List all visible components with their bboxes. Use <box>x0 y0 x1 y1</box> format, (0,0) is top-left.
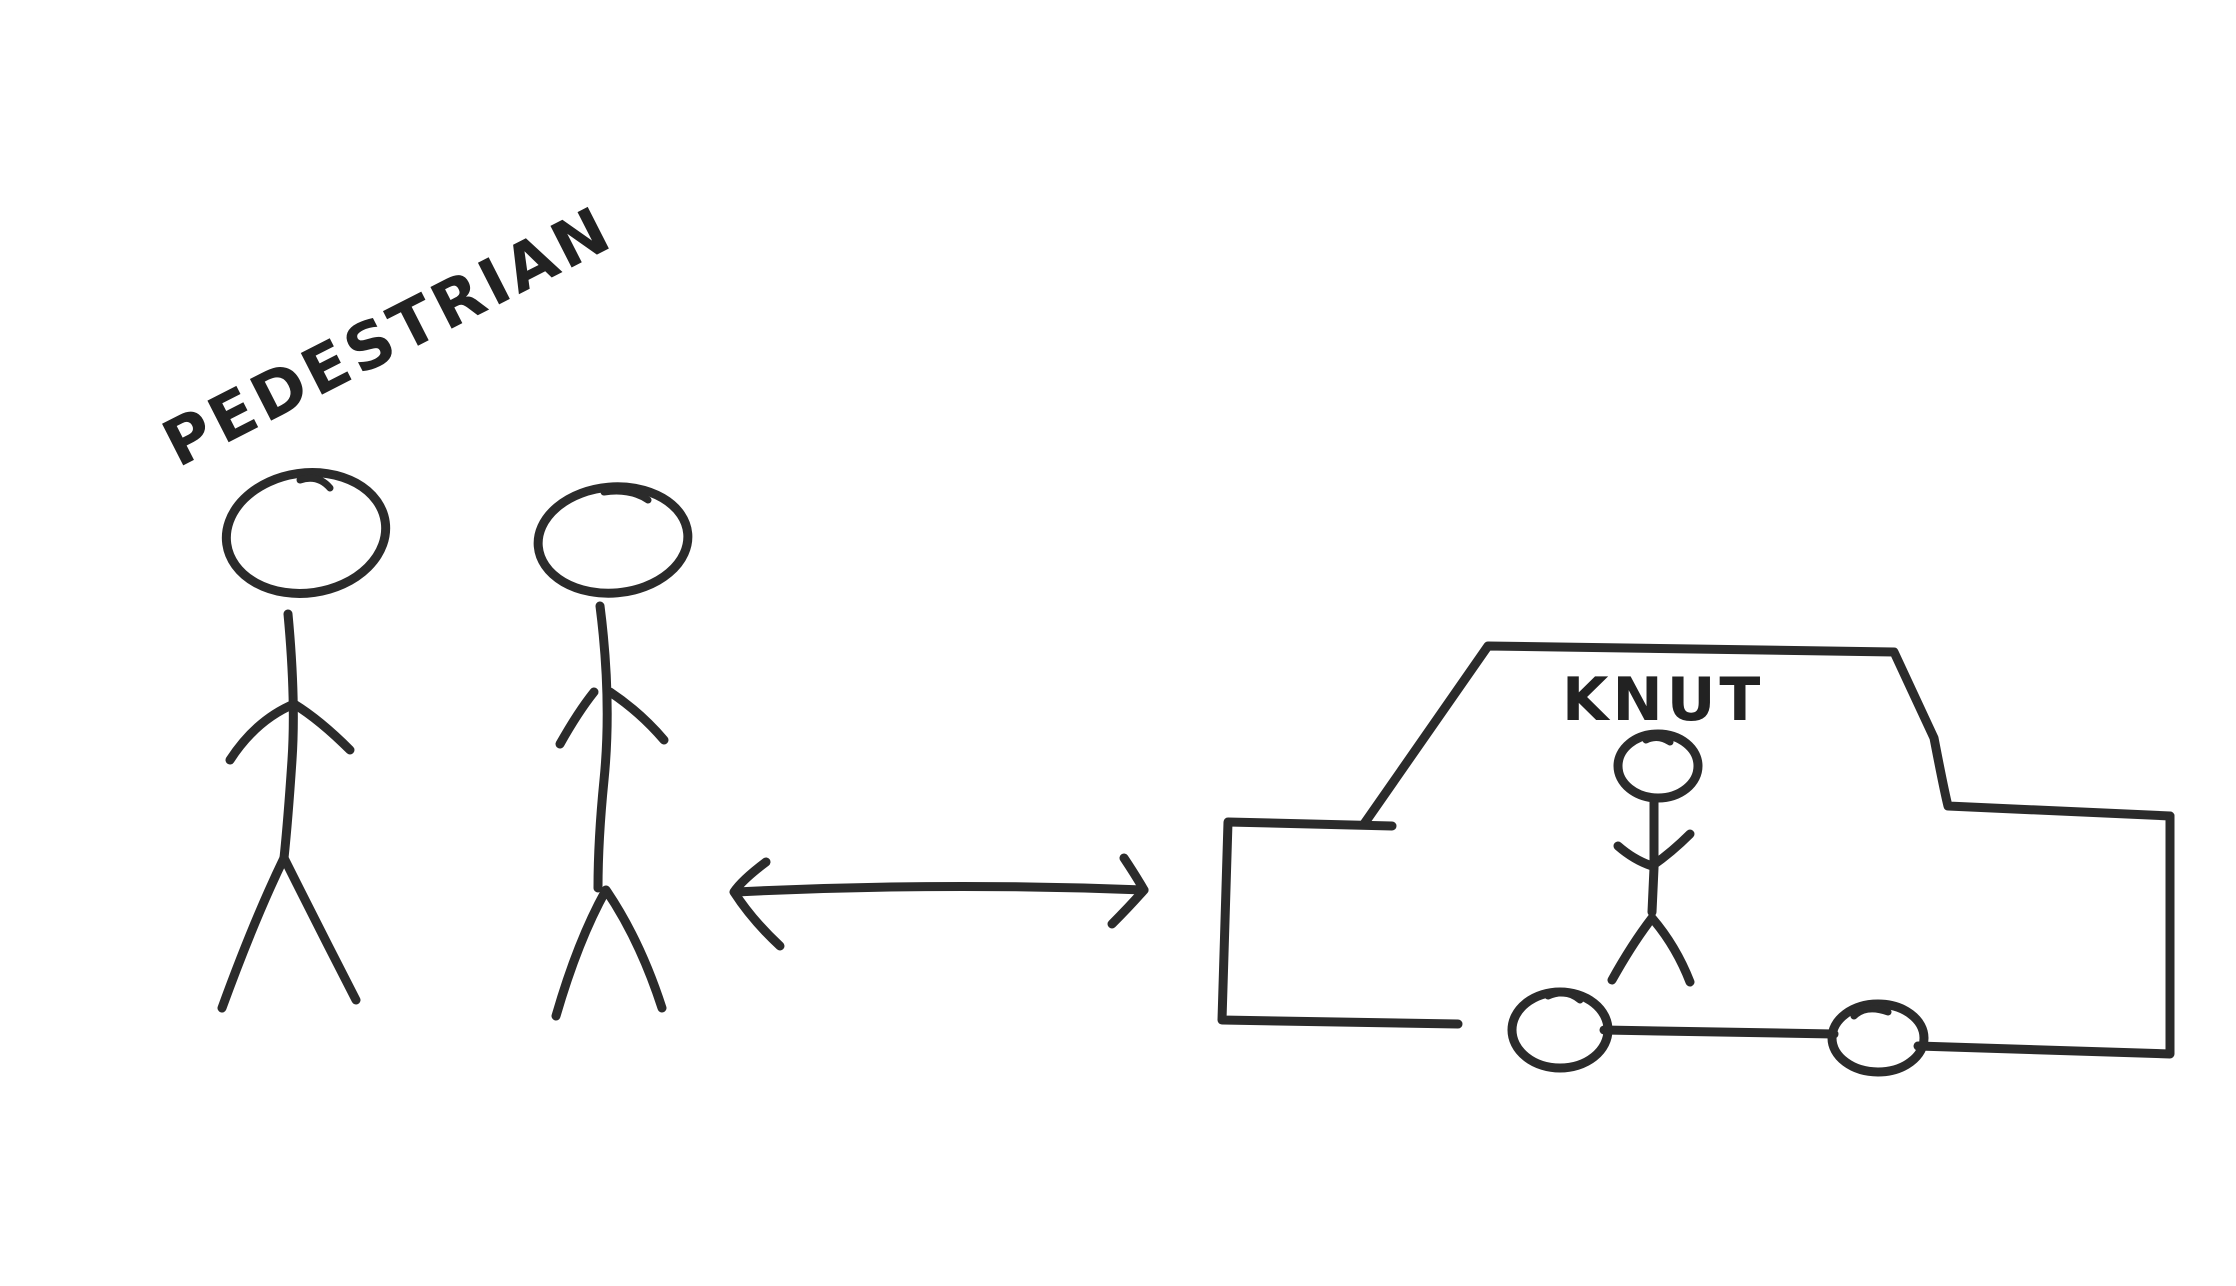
pedestrian-figure-left <box>217 468 391 1013</box>
pedestrian-right-left-arm <box>555 687 599 749</box>
pedestrian-right-hair-mark <box>600 487 652 504</box>
car-rear-wheel-icon <box>1827 999 1929 1077</box>
pedestrian-label: PEDESTRIAN <box>152 192 625 482</box>
pedestrian-right-legs <box>551 885 667 1021</box>
car-rear-outline <box>1913 811 2175 1059</box>
pedestrian-left-hair-mark <box>296 474 334 492</box>
car-body-outline <box>1217 817 1463 1029</box>
car-front-wheel-icon <box>1507 987 1613 1073</box>
pedestrian-right-right-arm <box>605 687 669 745</box>
car-cabin-outline <box>1359 641 2175 829</box>
driver-head <box>1613 729 1703 803</box>
pedestrian-left-head <box>221 468 391 598</box>
driver-arms <box>1613 829 1695 871</box>
arrow-head-left-icon <box>729 857 785 951</box>
pedestrian-figure-right <box>533 482 693 1021</box>
driver-label: KNUT <box>1562 665 1764 735</box>
car-bottom-between-wheels <box>1599 1025 1839 1039</box>
driver-body <box>1647 795 1659 917</box>
arrow-head-right-icon <box>1107 853 1149 929</box>
pedestrian-right-body <box>593 601 612 893</box>
car-front-wheel-mark <box>1544 989 1584 1004</box>
driver-legs <box>1607 913 1695 987</box>
car-rear-wheel-mark <box>1850 1005 1892 1020</box>
arrow-shaft <box>731 881 1149 897</box>
driver-hair-mark <box>1642 733 1674 746</box>
car <box>1217 641 2175 1077</box>
driver-figure <box>1607 729 1703 987</box>
pedestrian-right-head <box>533 482 693 598</box>
pedestrian-left-arms <box>225 699 355 765</box>
pedestrian-left-body <box>279 609 298 863</box>
pedestrian-left-legs <box>217 853 361 1013</box>
double-arrow <box>729 853 1149 951</box>
